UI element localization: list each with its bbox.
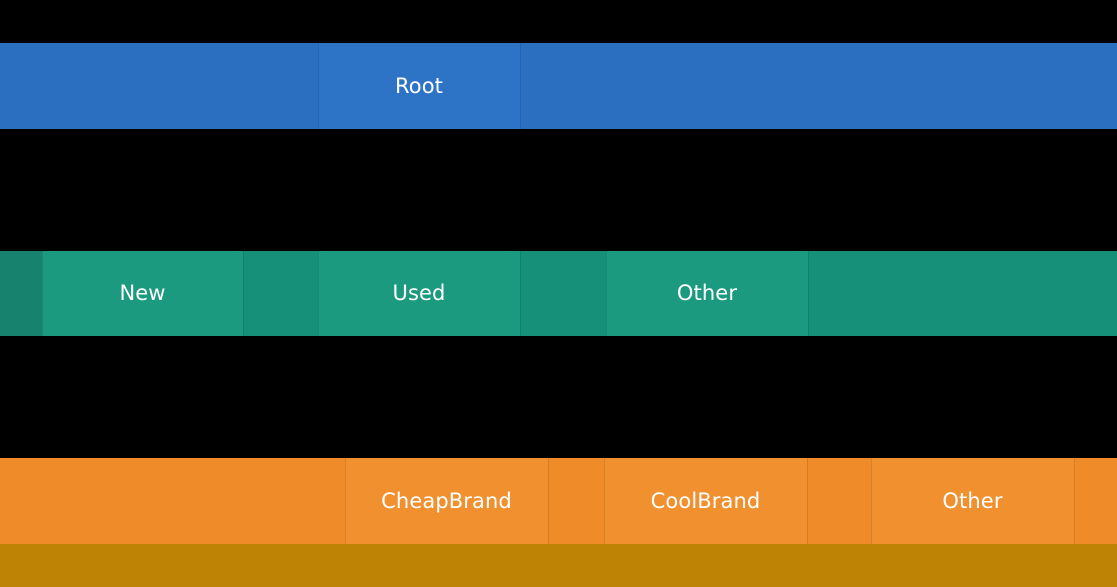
- icicle-node-blank[interactable]: [1074, 458, 1117, 544]
- icicle-node-label: Root: [395, 73, 443, 98]
- icicle-node-cheapbrand[interactable]: CheapBrand: [345, 458, 548, 544]
- icicle-node-blank[interactable]: [243, 251, 318, 336]
- icicle-node-label: Other: [676, 281, 738, 305]
- icicle-node-blank[interactable]: [0, 43, 318, 129]
- icicle-node-blank[interactable]: [548, 458, 604, 544]
- icicle-node-other[interactable]: Other: [606, 251, 808, 336]
- icicle-node-label: CoolBrand: [650, 488, 761, 513]
- icicle-node-blank[interactable]: [808, 251, 1117, 336]
- icicle-node-blank[interactable]: [0, 458, 345, 544]
- icicle-node-coolbrand[interactable]: CoolBrand: [604, 458, 807, 544]
- icicle-level-condition-level: New Used Other: [0, 251, 1117, 336]
- icicle-node-blank[interactable]: [0, 251, 42, 336]
- icicle-node-new[interactable]: New: [42, 251, 243, 336]
- icicle-node-label: New: [119, 281, 166, 305]
- icicle-node-other[interactable]: Other: [871, 458, 1074, 544]
- icicle-node-blank[interactable]: [807, 458, 871, 544]
- icicle-node-blank[interactable]: [520, 43, 1117, 129]
- icicle-node-label: CheapBrand: [381, 488, 512, 513]
- icicle-node-blank[interactable]: [0, 544, 1117, 587]
- icicle-node-label: Used: [392, 281, 446, 305]
- icicle-level-brand-level: CheapBrand CoolBrand Other: [0, 458, 1117, 544]
- icicle-node-label: Other: [942, 488, 1003, 513]
- icicle-node-used[interactable]: Used: [318, 251, 520, 336]
- icicle-node-blank[interactable]: [520, 251, 606, 336]
- icicle-node-root[interactable]: Root: [318, 43, 520, 129]
- icicle-level-leaf-level: [0, 544, 1117, 587]
- icicle-level-root-level: Root: [0, 43, 1117, 129]
